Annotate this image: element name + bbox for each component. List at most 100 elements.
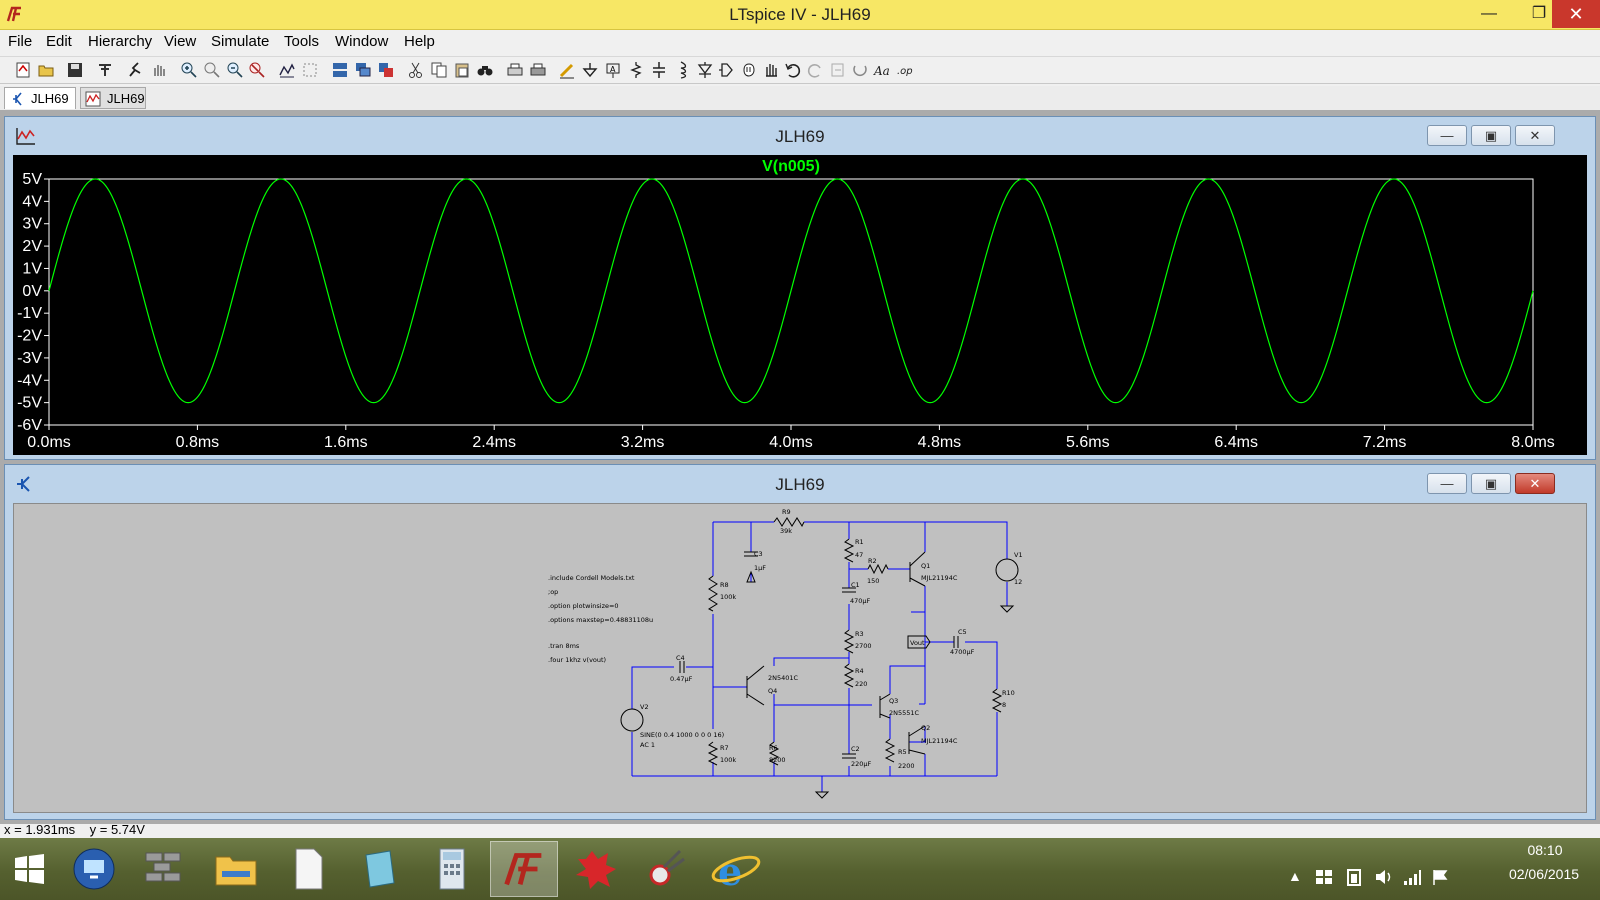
directive-include: .include Cordell Models.txt: [548, 574, 635, 582]
clock-time[interactable]: 08:10: [1527, 842, 1563, 858]
component-icon[interactable]: [717, 61, 735, 79]
clock-date[interactable]: 02/06/2015: [1508, 866, 1580, 882]
schematic-close-button[interactable]: ✕: [1515, 473, 1555, 494]
close-button[interactable]: ✕: [1552, 0, 1600, 28]
tab-schematic[interactable]: JLH69: [4, 87, 76, 109]
capacitor-icon[interactable]: [650, 61, 668, 79]
snipping-tool-icon[interactable]: [634, 841, 698, 897]
find-icon[interactable]: [476, 61, 494, 79]
menu-hierarchy[interactable]: Hierarchy: [88, 33, 153, 50]
delete-traces-icon[interactable]: [301, 61, 319, 79]
taskbar: e: [0, 838, 1600, 900]
maximize-button[interactable]: ❐: [1531, 5, 1547, 22]
drag-icon[interactable]: [762, 61, 780, 79]
symbols: [620, 517, 1019, 799]
cascade-icon[interactable]: [354, 61, 372, 79]
resistor-r2-symbol: [867, 563, 889, 575]
mirror-icon[interactable]: [851, 61, 869, 79]
halt-icon[interactable]: [150, 61, 168, 79]
firewall-icon[interactable]: [132, 841, 196, 897]
zoom-fit-icon[interactable]: [248, 61, 266, 79]
new-schematic-icon[interactable]: [14, 61, 32, 79]
control-panel-icon[interactable]: [96, 61, 114, 79]
r5-name: R5: [898, 748, 907, 756]
copy-icon[interactable]: [430, 61, 448, 79]
zoom-out-icon[interactable]: [226, 61, 244, 79]
autorange-icon[interactable]: [278, 61, 296, 79]
open-icon[interactable]: [37, 61, 55, 79]
minimize-button[interactable]: —: [1481, 5, 1497, 22]
menu-help[interactable]: Help: [404, 33, 435, 50]
menu-file[interactable]: File: [8, 33, 33, 50]
waveform-window-title: JLH69: [775, 127, 825, 146]
tab-waveform[interactable]: JLH69: [80, 87, 146, 109]
internet-explorer-icon[interactable]: e: [704, 841, 768, 897]
schematic-icon: [17, 476, 30, 492]
undo-icon[interactable]: [784, 61, 802, 79]
menu-edit[interactable]: Edit: [46, 33, 72, 50]
ground-icon[interactable]: [581, 61, 599, 79]
remote-desktop-icon[interactable]: [62, 841, 126, 897]
document-icon[interactable]: [276, 841, 340, 897]
waveform-minimize-button[interactable]: —: [1427, 125, 1467, 146]
y-tick-label: -3V: [17, 350, 42, 367]
schematic-canvas[interactable]: .include Cordell Models.txt ;op .option …: [13, 503, 1587, 813]
run-icon[interactable]: [126, 61, 144, 79]
q2-value: MJL21194C: [921, 737, 958, 745]
show-hidden-icons-icon[interactable]: ▲: [1288, 868, 1302, 884]
tile-horizontal-icon[interactable]: [331, 61, 349, 79]
flag-icon[interactable]: [1430, 868, 1450, 886]
waveform-close-button[interactable]: ✕: [1515, 125, 1555, 146]
redo-icon[interactable]: [806, 61, 824, 79]
schematic-minimize-button[interactable]: —: [1427, 473, 1467, 494]
waveform-maximize-button[interactable]: ▣: [1471, 125, 1511, 146]
network-icon[interactable]: [1402, 868, 1422, 886]
file-explorer-icon[interactable]: [204, 841, 268, 897]
inductor-icon[interactable]: [673, 61, 691, 79]
calculator-icon[interactable]: [420, 841, 484, 897]
menu-window[interactable]: Window: [335, 33, 389, 50]
waveform-icon: [85, 91, 101, 107]
schematic-drawing[interactable]: .include Cordell Models.txt ;op .option …: [14, 504, 1588, 814]
save-icon[interactable]: [66, 61, 84, 79]
volume-icon[interactable]: [1374, 868, 1394, 886]
windows-start-icon[interactable]: [0, 841, 58, 897]
schematic-maximize-button[interactable]: ▣: [1471, 473, 1511, 494]
print-setup-icon[interactable]: [506, 61, 524, 79]
paste-icon[interactable]: [453, 61, 471, 79]
pan-icon[interactable]: [203, 61, 221, 79]
menu-tools[interactable]: Tools: [284, 33, 320, 50]
ltspice-taskbar-icon[interactable]: [490, 841, 558, 897]
paint-splat-icon[interactable]: [564, 841, 628, 897]
y-tick-label: -6V: [17, 417, 42, 434]
notepad-icon[interactable]: [348, 841, 412, 897]
waveform-window-titlebar[interactable]: JLH69 — ▣ ✕: [5, 117, 1595, 151]
r5-value: 2200: [898, 762, 915, 770]
status-bar: x = 1.931ms y = 5.74V: [0, 822, 1600, 838]
label-net-icon[interactable]: A: [604, 61, 622, 79]
cut-icon[interactable]: [407, 61, 425, 79]
schematic-window-titlebar[interactable]: JLH69 — ▣ ✕: [5, 465, 1595, 499]
menu-view[interactable]: View: [164, 33, 197, 50]
rotate-icon[interactable]: [829, 61, 847, 79]
print-icon[interactable]: [529, 61, 547, 79]
schematic-icon: [13, 92, 22, 106]
menu-simulate[interactable]: Simulate: [211, 33, 270, 50]
resistor-icon[interactable]: [627, 61, 645, 79]
plot-frame: [48, 178, 1534, 426]
c3-value: 1µF: [754, 564, 766, 572]
text-icon[interactable]: Aa: [873, 61, 891, 79]
draw-wire-icon[interactable]: [558, 61, 576, 79]
spice-directive-icon[interactable]: .op: [896, 61, 914, 79]
diode-icon[interactable]: [696, 61, 714, 79]
tile-vertical-icon[interactable]: [377, 61, 395, 79]
battery-icon[interactable]: [1344, 868, 1364, 886]
action-center-icon[interactable]: [1314, 868, 1334, 886]
move-icon[interactable]: [740, 61, 758, 79]
c4-name: C4: [676, 654, 685, 662]
voltage-source-v1-symbol: [995, 558, 1019, 582]
zoom-in-icon[interactable]: [180, 61, 198, 79]
toolbar: A Aa .op: [0, 56, 1600, 84]
